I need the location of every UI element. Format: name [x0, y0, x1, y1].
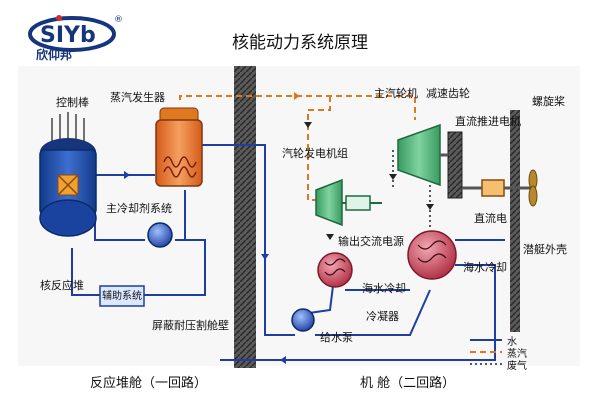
brand-logo: SIYb ® [28, 12, 138, 68]
feed-pump [291, 308, 315, 332]
vertical-arrows [304, 122, 434, 240]
steam-arrows [294, 92, 300, 100]
control-rods [51, 112, 85, 142]
main-turbine [397, 123, 441, 187]
svg-text:SIYb: SIYb [40, 23, 96, 48]
label-auxiliary-system: 辅助系统 [102, 291, 142, 302]
page-title: 核能动力系统原理 [232, 33, 368, 53]
primary-loop-pipes [71, 174, 206, 296]
footer-engine-compartment: 机 舱（二回路） [360, 376, 456, 391]
label-control-rod: 控制棒 [56, 96, 89, 109]
label-turbo-generator: 汽轮发电机组 [282, 147, 348, 160]
label-seawater-cooling-2: 海水冷却 [463, 261, 507, 274]
label-condenser: 冷凝器 [366, 310, 399, 323]
label-seawater-cooling-1: 海水冷却 [362, 282, 406, 295]
legend-water: 水 [507, 337, 517, 348]
flow-arrows [124, 171, 286, 364]
label-reduction-gear: 减速齿轮 [426, 87, 470, 100]
steam-generator [155, 107, 203, 187]
footer-reactor-compartment: 反应堆舱（一回路） [90, 376, 208, 391]
reduction-gear [447, 131, 463, 199]
label-hull: 潜艇外壳 [523, 243, 567, 256]
propeller [528, 169, 538, 207]
auxiliary-system-box [99, 285, 145, 307]
label-main-coolant-system: 主冷却剂系统 [106, 202, 172, 215]
label-dc-power: 直流电 [474, 212, 507, 225]
svg-text:®: ® [114, 15, 123, 25]
label-propeller: 螺旋桨 [532, 95, 565, 108]
brand-logo-mark: SIYb ® [28, 15, 123, 52]
label-main-turbine: 主汽轮机 [374, 87, 418, 100]
label-shield-bulkhead: 屏蔽耐压割舱壁 [152, 319, 229, 332]
shield-bulkhead [234, 66, 256, 368]
primary-pump [147, 222, 173, 248]
exhaust-lines [392, 150, 431, 230]
legend-exhaust: 废气 [507, 361, 527, 372]
turbo-generator [315, 178, 382, 227]
heat-exchanger-small [317, 252, 353, 288]
brand-subtitle: 欣仰邦 [36, 48, 73, 62]
label-dc-motor: 直流推进电机 [455, 115, 521, 128]
legend-lines [470, 339, 502, 365]
heat-exchanger-large [407, 230, 457, 280]
dc-motor [481, 179, 505, 197]
label-steam-generator: 蒸汽发生器 [110, 91, 165, 104]
legend-steam: 蒸汽 [507, 349, 527, 360]
reactor [39, 112, 97, 237]
submarine-hull [510, 110, 520, 332]
label-feed-pump: 给水泵 [320, 331, 353, 344]
label-reactor: 核反应堆 [40, 279, 84, 292]
label-ac-output: 输出交流电源 [338, 235, 404, 248]
